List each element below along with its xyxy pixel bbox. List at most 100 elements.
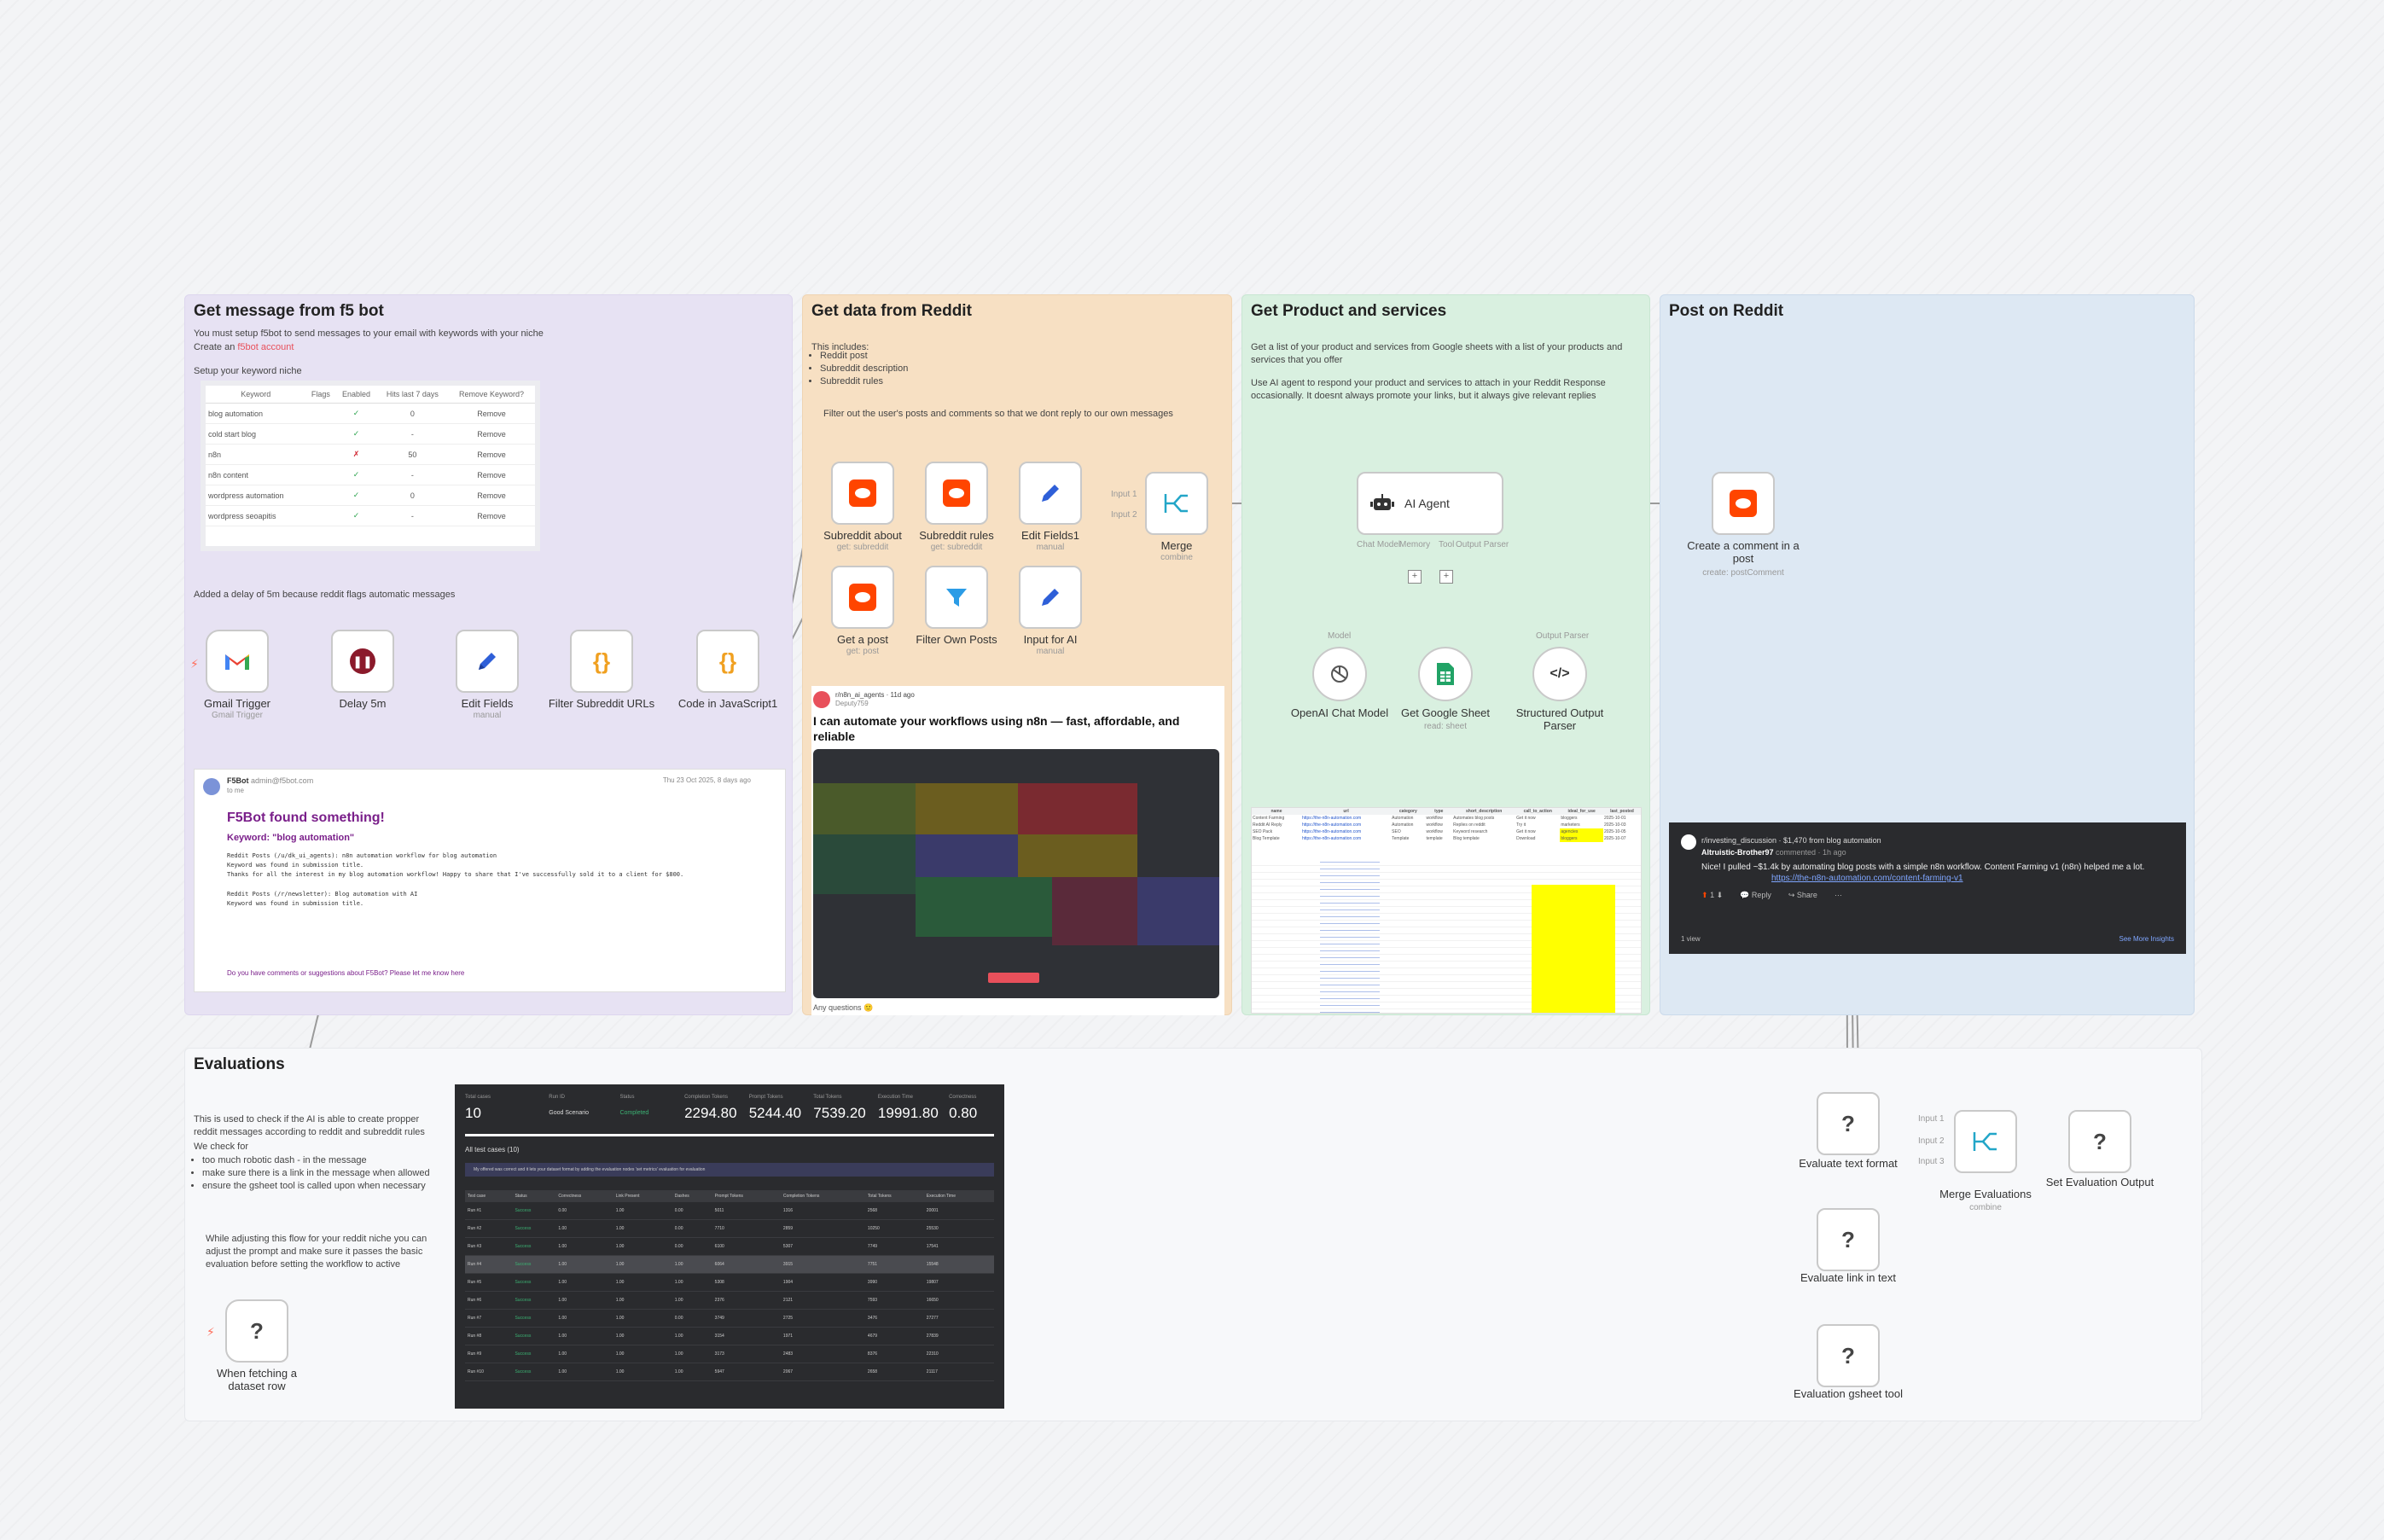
table-cell: 2067	[782, 1369, 794, 1374]
merge-evaluations-node[interactable]	[1954, 1110, 2017, 1173]
table-cell: 7749	[867, 1244, 878, 1249]
table-cell: 3476	[867, 1316, 878, 1321]
post-user: Deputy759	[835, 700, 869, 707]
table-cell: 17541	[926, 1244, 939, 1249]
subreddit-rules-node[interactable]	[925, 462, 988, 525]
keyword-table-screenshot: Keyword Flags Enabled Hits last 7 days R…	[201, 381, 540, 551]
node-label: Input for AI	[1023, 633, 1078, 646]
upvote-count[interactable]: ⬆ 1 ⬇	[1701, 891, 1724, 899]
comment-link[interactable]: https://the-n8n-automation.com/content-f…	[1771, 874, 1963, 883]
table-cell: 0.00	[674, 1316, 683, 1321]
post-footer: Any questions 🙂	[813, 1003, 874, 1012]
note-text: You must setup f5bot to send messages to…	[194, 328, 544, 339]
filter-own-posts-node[interactable]	[925, 566, 988, 629]
note-text: This includes:	[811, 342, 869, 352]
node-label: Evaluate link in text	[1800, 1271, 1896, 1284]
dataset-trigger-node[interactable]: ?	[225, 1299, 288, 1363]
f5bot-account-link[interactable]: f5bot account	[237, 342, 294, 352]
get-google-sheet-node[interactable]	[1418, 647, 1473, 701]
column-header: Prompt Tokens	[714, 1194, 743, 1199]
node-label: Merge	[1160, 539, 1193, 552]
add-memory-button[interactable]: +	[1408, 570, 1422, 584]
note-text: Setup your keyword niche	[194, 366, 302, 376]
create-comment-node[interactable]	[1712, 472, 1775, 535]
table-cell: 1.00	[558, 1334, 567, 1339]
table-cell: 5947	[714, 1369, 724, 1374]
table-cell: 16650	[926, 1298, 939, 1303]
table-cell: 1.00	[558, 1316, 567, 1321]
ai-agent-node[interactable]: AI Agent	[1357, 472, 1503, 535]
edit-fields-node[interactable]	[456, 630, 519, 693]
question-mark-icon: ?	[1841, 1226, 1855, 1252]
note-text: Get a list of your product and services …	[1251, 342, 1623, 365]
structured-output-parser-node[interactable]: </>	[1532, 647, 1587, 701]
set-evaluation-output-node[interactable]: ?	[2068, 1110, 2131, 1173]
evaluate-link-node[interactable]: ?	[1817, 1208, 1880, 1271]
insights-link[interactable]: See More Insights	[2119, 935, 2174, 943]
table-cell: Run #6	[468, 1298, 482, 1303]
table-cell: Run #8	[468, 1334, 482, 1339]
node-label: Edit Fields	[461, 697, 514, 710]
merge-node[interactable]	[1145, 472, 1208, 535]
table-cell: 0.00	[674, 1244, 683, 1249]
table-cell: 4679	[867, 1334, 878, 1339]
question-mark-icon: ?	[2093, 1128, 2107, 1154]
column-header: Link Present	[615, 1194, 640, 1199]
table-cell: 1.00	[558, 1226, 567, 1231]
filter-subreddit-urls-node[interactable]: {}	[570, 630, 633, 693]
table-cell: 27277	[926, 1316, 939, 1321]
node-label: Structured Output Parser	[1515, 706, 1604, 732]
table-cell: 21117	[926, 1369, 938, 1374]
sticky-f5bot: Get message from f5 bot You must setup f…	[184, 294, 793, 1015]
bullet-list: Reddit post Subreddit description Subred…	[808, 350, 908, 388]
table-cell: 2121	[782, 1298, 794, 1303]
node-sublabel: read: sheet	[1423, 722, 1468, 731]
node-label: Delay 5m	[339, 697, 387, 710]
email-footer: Do you have comments or suggestions abou…	[227, 969, 465, 977]
table-cell: 2859	[782, 1226, 794, 1231]
node-sublabel: manual	[1036, 543, 1065, 552]
evaluate-text-format-node[interactable]: ?	[1817, 1092, 1880, 1155]
get-post-node[interactable]	[831, 566, 894, 629]
table-cell: 1.00	[558, 1298, 567, 1303]
pencil-icon	[1042, 485, 1059, 502]
column-header: Remove Keyword?	[448, 386, 535, 404]
email-line: Keyword was found in submission title.	[227, 900, 364, 907]
table-row: wordpress seoapitis✓-Remove	[206, 505, 535, 526]
more-icon[interactable]: ···	[1834, 891, 1842, 899]
note-text: We check for	[194, 1142, 248, 1152]
node-sublabel: get: subreddit	[930, 543, 983, 552]
node-label: AI Agent	[1404, 497, 1450, 510]
code-javascript-node[interactable]: {}	[696, 630, 759, 693]
add-tool-button[interactable]: +	[1439, 570, 1453, 584]
delay-node[interactable]: ❚❚	[331, 630, 394, 693]
table-cell: 19807	[926, 1280, 939, 1285]
subreddit-about-node[interactable]	[831, 462, 894, 525]
table-cell: 3915	[782, 1262, 794, 1267]
sticky-products: Get Product and services Get a list of y…	[1241, 294, 1650, 1015]
comment-actions: ⬆ 1 ⬇ 💬 Reply ↪ Share ···	[1701, 891, 1842, 900]
reply-button[interactable]: 💬 Reply	[1740, 891, 1771, 899]
edit-fields1-node[interactable]	[1019, 462, 1082, 525]
share-button[interactable]: ↪ Share	[1788, 891, 1817, 899]
gmail-trigger-node[interactable]	[206, 630, 269, 693]
node-label: Merge Evaluations	[1939, 1188, 2032, 1200]
evaluate-gsheet-tool-node[interactable]: ?	[1817, 1324, 1880, 1387]
status-cell: Success	[515, 1280, 532, 1285]
ai-port-label: Output Parser	[1456, 540, 1509, 549]
comment-thread: r/investing_discussion · $1,470 from blo…	[1701, 836, 1881, 845]
input-for-ai-node[interactable]	[1019, 566, 1082, 629]
openai-chat-model-node[interactable]	[1312, 647, 1367, 701]
table-cell: 3154	[714, 1334, 724, 1339]
